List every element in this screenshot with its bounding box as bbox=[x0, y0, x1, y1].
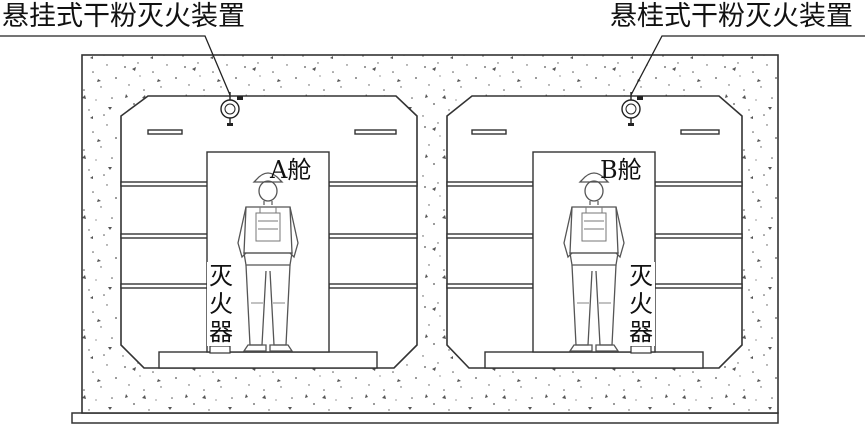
cabin-a-label: A舱 bbox=[270, 156, 312, 184]
ground-slab bbox=[71, 412, 779, 424]
device-bracket-b bbox=[637, 96, 643, 100]
extinguisher-b-base bbox=[630, 345, 652, 354]
left-device-label: 悬挂式干粉灭火装置 bbox=[2, 1, 245, 32]
extinguisher-b-label: 灭火器 bbox=[627, 262, 655, 346]
right-device-label: 悬桂式干粉灭火装置 bbox=[610, 1, 853, 32]
extinguisher-a-label: 灭火器 bbox=[207, 262, 235, 346]
cabin-a-floor bbox=[158, 351, 378, 369]
leader-line-left bbox=[0, 35, 231, 96]
cabin-b-label: B舱 bbox=[600, 156, 642, 184]
device-bracket-a bbox=[237, 96, 243, 100]
leader-line-right bbox=[630, 35, 865, 96]
extinguisher-a-base bbox=[209, 345, 231, 354]
cabin-b-floor bbox=[484, 351, 704, 369]
